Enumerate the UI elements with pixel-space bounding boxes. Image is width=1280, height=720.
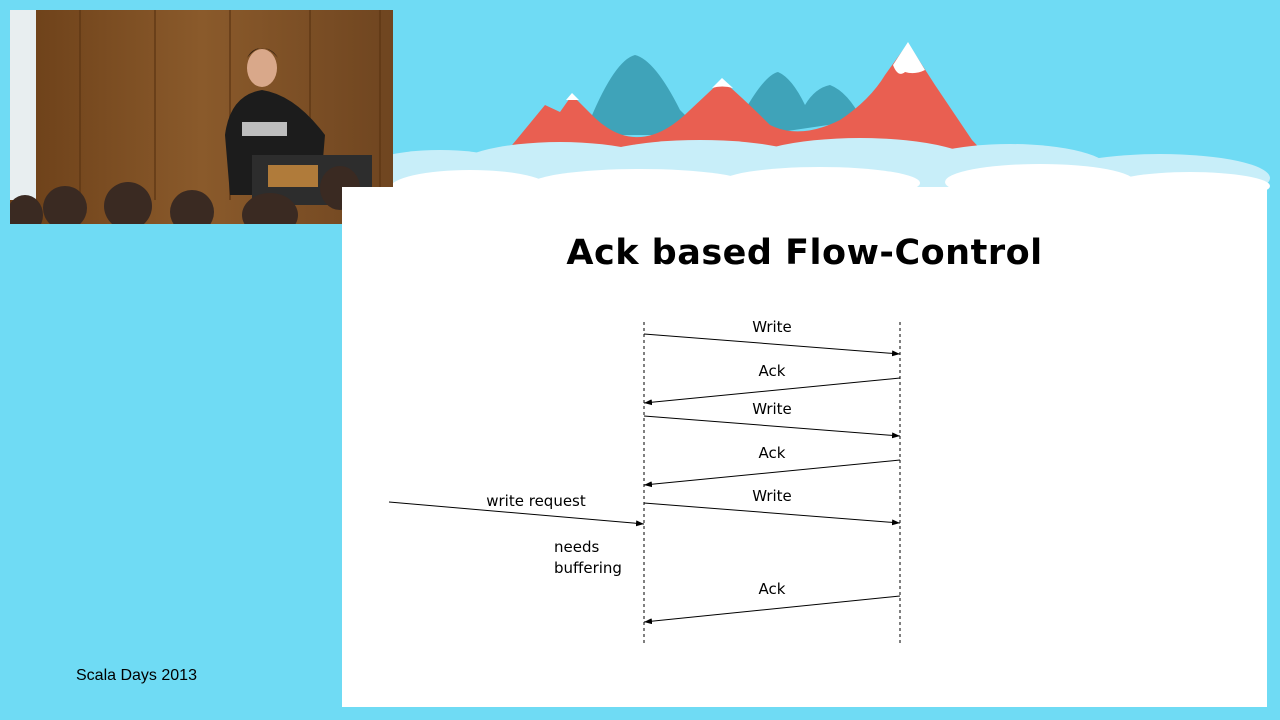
- ack-arrow: [643, 595, 901, 625]
- ack-arrow: [643, 459, 901, 488]
- write-arrow: [643, 333, 901, 357]
- write-arrow: [643, 415, 901, 439]
- mountain-back: [745, 72, 862, 135]
- ack-label: Ack: [759, 580, 786, 598]
- write-label: Write: [752, 318, 792, 336]
- ack-arrow: [643, 377, 901, 406]
- ack-label: Ack: [759, 444, 786, 462]
- buffering-note-line1: needs: [554, 538, 599, 556]
- write-request-label: write request: [486, 492, 586, 510]
- write-arrow: [643, 502, 901, 526]
- buffering-note-line2: buffering: [554, 559, 622, 577]
- write-label: Write: [752, 487, 792, 505]
- mountain-back: [585, 55, 705, 135]
- write-label: Write: [752, 400, 792, 418]
- speaker-video-feed: [10, 10, 393, 224]
- speaker-video-image: [10, 10, 393, 224]
- slide-title: Ack based Flow-Control: [566, 233, 1043, 273]
- conference-label: Scala Days 2013: [76, 667, 197, 684]
- write-request-arrow: [388, 501, 645, 527]
- ack-label: Ack: [759, 362, 786, 380]
